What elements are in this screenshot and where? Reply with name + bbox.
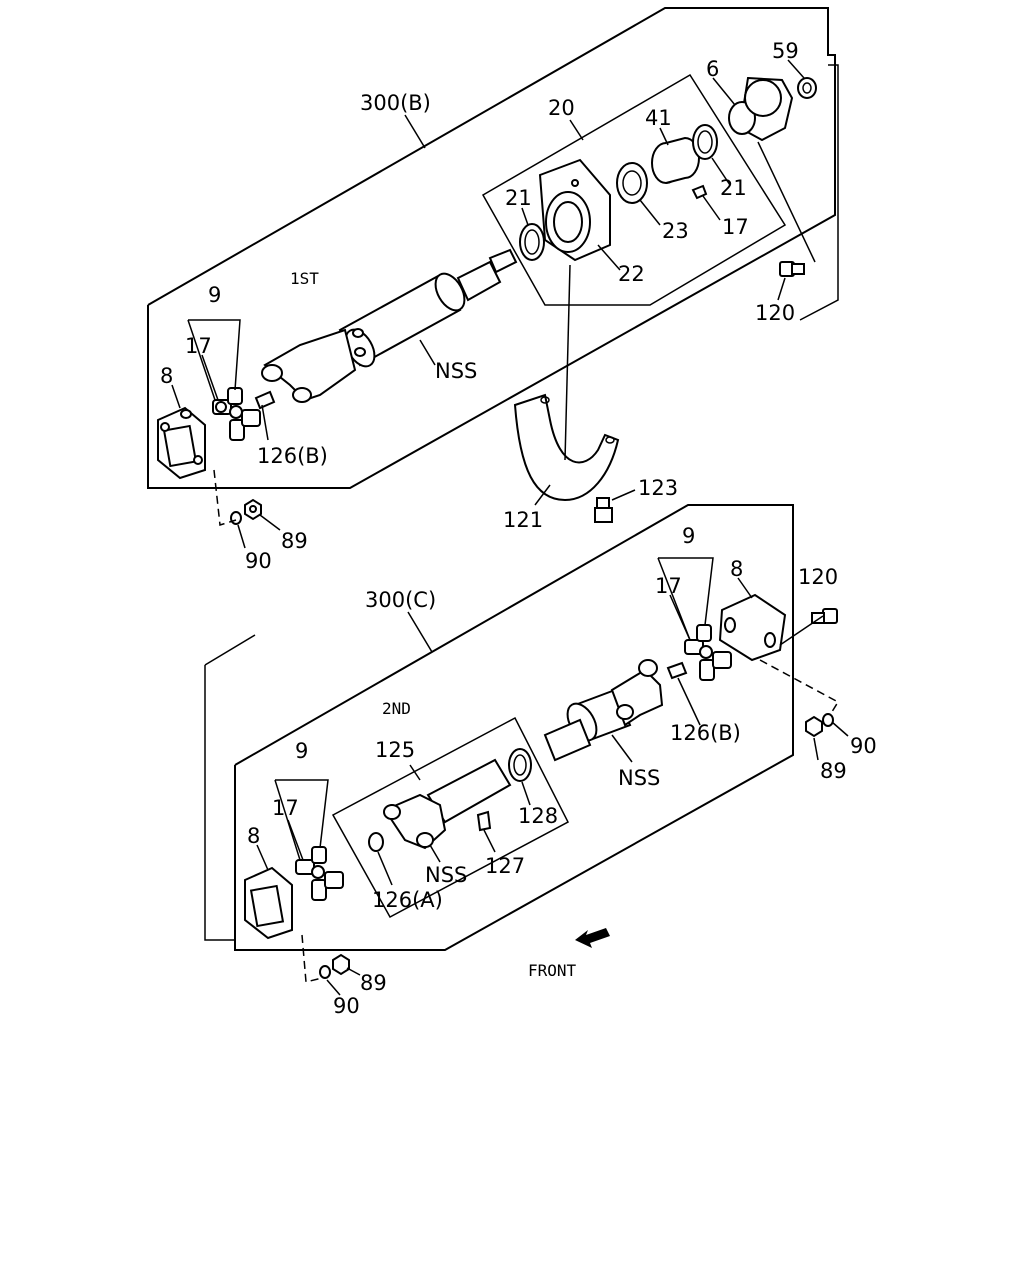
label-90-2nd-front: 90 bbox=[333, 994, 360, 1018]
label-89-1st: 89 bbox=[281, 529, 308, 553]
bolt-path-1st bbox=[213, 469, 237, 526]
label-22: 22 bbox=[618, 262, 645, 286]
grease-fitting-17-bearing bbox=[691, 184, 708, 200]
grease-fitting-126b-1st bbox=[254, 390, 276, 410]
label-90-2nd-rear: 90 bbox=[850, 734, 877, 758]
label-125: 125 bbox=[375, 738, 415, 762]
nut-89-2nd-rear bbox=[805, 715, 823, 738]
label-9-2nd-rear: 9 bbox=[682, 524, 695, 548]
flange-yoke-8-2nd-front bbox=[244, 866, 293, 940]
plug-126a bbox=[368, 832, 384, 852]
label-nss-125: NSS bbox=[425, 863, 467, 887]
bolt-120-2nd-guide bbox=[779, 615, 824, 646]
label-front: FRONT bbox=[528, 961, 577, 980]
grease-fitting-127 bbox=[476, 810, 492, 832]
label-8-2nd-front: 8 bbox=[247, 824, 260, 848]
label-21-left: 21 bbox=[505, 186, 532, 210]
grease-fitting-126b-2nd bbox=[666, 661, 688, 680]
flange-yoke-8-1st bbox=[157, 406, 206, 480]
seal-128 bbox=[508, 748, 532, 782]
label-120-2nd: 120 bbox=[798, 565, 838, 589]
label-121: 121 bbox=[503, 508, 543, 532]
label-17-2nd-front: 17 bbox=[272, 796, 299, 820]
universal-joint-9-2nd-front bbox=[295, 846, 344, 901]
label-1st: 1ST bbox=[290, 269, 319, 288]
label-17-1st: 17 bbox=[185, 334, 212, 358]
nut-89-2nd-front bbox=[332, 953, 350, 976]
bolt-120-1st bbox=[779, 261, 805, 277]
label-300b: 300(B) bbox=[360, 91, 431, 115]
label-17-2nd-rear: 17 bbox=[655, 574, 682, 598]
support-bracket-121 bbox=[513, 393, 620, 502]
label-300c: 300(C) bbox=[365, 588, 436, 612]
seal-21-left bbox=[519, 223, 545, 261]
bolt-path-2nd-rear bbox=[759, 659, 840, 716]
label-21-right: 21 bbox=[720, 176, 747, 200]
label-128: 128 bbox=[518, 804, 558, 828]
label-17-bearing: 17 bbox=[722, 215, 749, 239]
label-20: 20 bbox=[548, 96, 575, 120]
nut-89-1st bbox=[244, 498, 262, 521]
bolt-120-2nd bbox=[811, 608, 838, 624]
label-89-2nd-rear: 89 bbox=[820, 759, 847, 783]
label-6: 6 bbox=[706, 57, 719, 81]
assembly-frame-300c bbox=[204, 504, 794, 951]
label-nss-2nd: NSS bbox=[618, 766, 660, 790]
label-126b-2nd: 126(B) bbox=[670, 721, 741, 745]
label-41: 41 bbox=[645, 106, 672, 130]
washer-90-2nd-rear bbox=[822, 713, 834, 727]
label-120-1st: 120 bbox=[755, 301, 795, 325]
leader-lines bbox=[171, 59, 849, 996]
washer-90-1st bbox=[230, 511, 242, 525]
bolt-123 bbox=[594, 497, 613, 523]
label-90-1st: 90 bbox=[245, 549, 272, 573]
propeller-shaft-nss-2nd bbox=[543, 659, 664, 762]
seal-21-right bbox=[692, 124, 718, 160]
companion-flange-6 bbox=[728, 76, 794, 142]
label-89-2nd-front: 89 bbox=[360, 971, 387, 995]
slip-yoke-125 bbox=[383, 758, 512, 850]
label-nss-1st: NSS bbox=[435, 359, 477, 383]
center-bearing-22 bbox=[538, 158, 611, 262]
bolt-path-2nd-front bbox=[301, 934, 323, 983]
bearing-23 bbox=[616, 162, 648, 204]
front-arrow-icon bbox=[575, 928, 610, 948]
universal-joint-9-1st bbox=[212, 387, 261, 441]
flange-yoke-8-2nd-rear bbox=[718, 593, 787, 662]
label-123: 123 bbox=[638, 476, 678, 500]
subgroup-frame-20 bbox=[481, 73, 787, 306]
universal-joint-9-2nd-rear bbox=[684, 624, 732, 681]
collar-41 bbox=[651, 136, 700, 184]
label-2nd: 2ND bbox=[382, 699, 411, 718]
propeller-shaft-nss-1st bbox=[261, 248, 518, 403]
label-8-2nd-rear: 8 bbox=[730, 557, 743, 581]
label-8-1st: 8 bbox=[160, 364, 173, 388]
subgroup-frame-125 bbox=[331, 716, 570, 919]
label-126a: 126(A) bbox=[372, 888, 443, 912]
label-9-2nd-front: 9 bbox=[295, 739, 308, 763]
callout-labels: 300(B) 1ST 59 6 20 41 21 17 23 22 21 120… bbox=[160, 39, 877, 1018]
washer-90-2nd-front bbox=[319, 965, 331, 979]
bolt-120-guide bbox=[757, 141, 816, 263]
label-59: 59 bbox=[772, 39, 799, 63]
label-127: 127 bbox=[485, 854, 525, 878]
label-126b-1st: 126(B) bbox=[257, 444, 328, 468]
nut-59 bbox=[797, 77, 817, 99]
bracket-guide-line bbox=[564, 264, 571, 461]
label-23: 23 bbox=[662, 219, 689, 243]
label-9-1st: 9 bbox=[208, 283, 221, 307]
